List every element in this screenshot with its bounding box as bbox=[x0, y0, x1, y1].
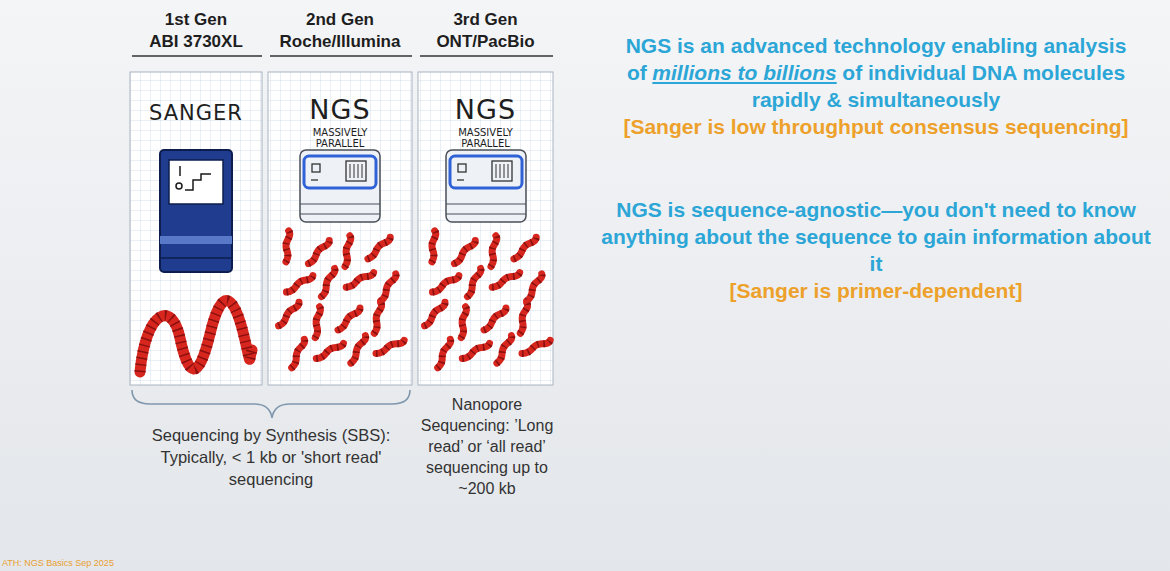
dna-fragment bbox=[430, 339, 458, 367]
sequencer-panel: 3rd GenONT/PacBioNGSMASSIVELY PARALLEL bbox=[418, 6, 553, 385]
sequencer-panel: 2nd GenRoche/IlluminaNGSMASSIVELY PARALL… bbox=[268, 6, 412, 385]
dna-fragment bbox=[344, 336, 371, 363]
sequencer-panel: 1st GenABI 3730XL SANGER bbox=[130, 6, 262, 385]
dna-fragment bbox=[462, 337, 489, 364]
dna-fragment bbox=[346, 266, 373, 293]
dna-fragment bbox=[433, 271, 459, 297]
dna-fragment bbox=[302, 307, 333, 338]
header-underline bbox=[132, 55, 553, 57]
dna-fragment bbox=[307, 240, 330, 263]
dna-fragment bbox=[287, 271, 313, 297]
dna-fragment bbox=[338, 308, 360, 330]
dna-fragment bbox=[492, 266, 519, 293]
curly-bracket bbox=[132, 390, 410, 418]
dna-fragment bbox=[490, 336, 517, 363]
dna-fragment bbox=[368, 237, 390, 259]
dna-fragment bbox=[362, 303, 392, 333]
dna-fragment bbox=[522, 333, 550, 361]
dna-fragment bbox=[344, 336, 371, 363]
dna-fragment bbox=[316, 337, 343, 364]
dna-fragment bbox=[521, 274, 548, 301]
dna-fragment bbox=[484, 308, 506, 330]
dna-fragment bbox=[287, 271, 313, 297]
dna-fragment bbox=[332, 236, 363, 267]
dna-fragment bbox=[375, 274, 402, 301]
dna-fragment bbox=[490, 336, 517, 363]
dna-fragment bbox=[316, 337, 343, 364]
dna-fragment bbox=[362, 303, 392, 333]
dna-fragment bbox=[284, 339, 312, 367]
dna-fragment bbox=[514, 237, 536, 259]
dna-fragment bbox=[522, 333, 550, 361]
dna-fragment bbox=[453, 240, 476, 263]
dna-fragment bbox=[418, 231, 449, 262]
instrument-name: ABI 3730XL bbox=[130, 32, 262, 52]
dna-fragment bbox=[418, 231, 449, 262]
dna-fragment bbox=[272, 231, 303, 262]
dna-fragment bbox=[423, 302, 446, 325]
dna-fragments bbox=[272, 231, 550, 368]
panel-title: NGS bbox=[418, 94, 553, 126]
dna-fragment bbox=[478, 236, 509, 267]
sanger-sequencer bbox=[160, 150, 232, 272]
dna-fragment bbox=[514, 237, 536, 259]
dna-fragment bbox=[314, 268, 342, 296]
dna-fragment bbox=[314, 268, 342, 296]
sanger-note: [Sanger is primer-dependent] bbox=[598, 277, 1154, 304]
ngs-sequencer bbox=[300, 150, 380, 222]
nanopore-sequencer bbox=[446, 150, 526, 222]
dna-fragment bbox=[375, 274, 402, 301]
panel-subtitle: MASSIVELY PARALLEL bbox=[449, 127, 523, 149]
dna-fragment bbox=[460, 268, 488, 296]
dna-fragment bbox=[272, 231, 303, 262]
dna-fragment bbox=[368, 237, 390, 259]
sanger-note: [Sanger is low throughput consensus sequ… bbox=[598, 113, 1154, 140]
dna-fragment bbox=[484, 308, 506, 330]
emphasis: millions to billions bbox=[652, 61, 836, 84]
key-point: NGS is sequence-agnostic—you don't need … bbox=[601, 198, 1151, 275]
dna-fragment bbox=[448, 307, 479, 338]
long-dna-ribbon bbox=[140, 301, 252, 372]
dna-fragment bbox=[302, 307, 333, 338]
footer-note: ATH: NGS Basics Sep 2025 bbox=[2, 558, 114, 569]
ngs-agnostic-point: NGS is sequence-agnostic—you don't need … bbox=[598, 196, 1154, 304]
panel-title: SANGER bbox=[130, 100, 262, 126]
dna-fragment bbox=[338, 308, 360, 330]
dna-fragment bbox=[277, 302, 300, 325]
nanopore-caption: Nanopore Sequencing: ’Long read’ or ‘all… bbox=[414, 394, 560, 499]
dna-fragment bbox=[307, 240, 330, 263]
bracket-caption: Sequencing by Synthesis (SBS): Typically… bbox=[120, 424, 422, 490]
panel-subtitle: MASSIVELY PARALLEL bbox=[303, 127, 377, 149]
dna-fragment bbox=[453, 240, 476, 263]
generation-heading: 3rd Gen bbox=[418, 10, 553, 30]
dna-fragment bbox=[332, 236, 363, 267]
dna-fragment bbox=[508, 303, 538, 333]
instrument-name: ONT/PacBio bbox=[418, 32, 553, 52]
dna-fragment bbox=[460, 268, 488, 296]
dna-fragment bbox=[376, 333, 404, 361]
dna-fragment bbox=[433, 271, 459, 297]
grid-paper bbox=[130, 72, 553, 385]
dna-fragment bbox=[284, 339, 312, 367]
ngs-throughput-point: NGS is an advanced technology enabling a… bbox=[598, 32, 1154, 140]
dna-fragment bbox=[448, 307, 479, 338]
dna-fragment bbox=[478, 236, 509, 267]
dna-fragment bbox=[423, 302, 446, 325]
generation-heading: 2nd Gen bbox=[268, 10, 412, 30]
dna-fragment bbox=[462, 337, 489, 364]
dna-fragment bbox=[521, 274, 548, 301]
generation-heading: 1st Gen bbox=[130, 10, 262, 30]
dna-fragment bbox=[508, 303, 538, 333]
panel-title: NGS bbox=[268, 94, 412, 126]
dna-fragment bbox=[376, 333, 404, 361]
dna-fragment bbox=[492, 266, 519, 293]
instrument-name: Roche/Illumina bbox=[268, 32, 412, 52]
dna-fragment bbox=[430, 339, 458, 367]
dna-fragment bbox=[277, 302, 300, 325]
dna-fragment bbox=[346, 266, 373, 293]
